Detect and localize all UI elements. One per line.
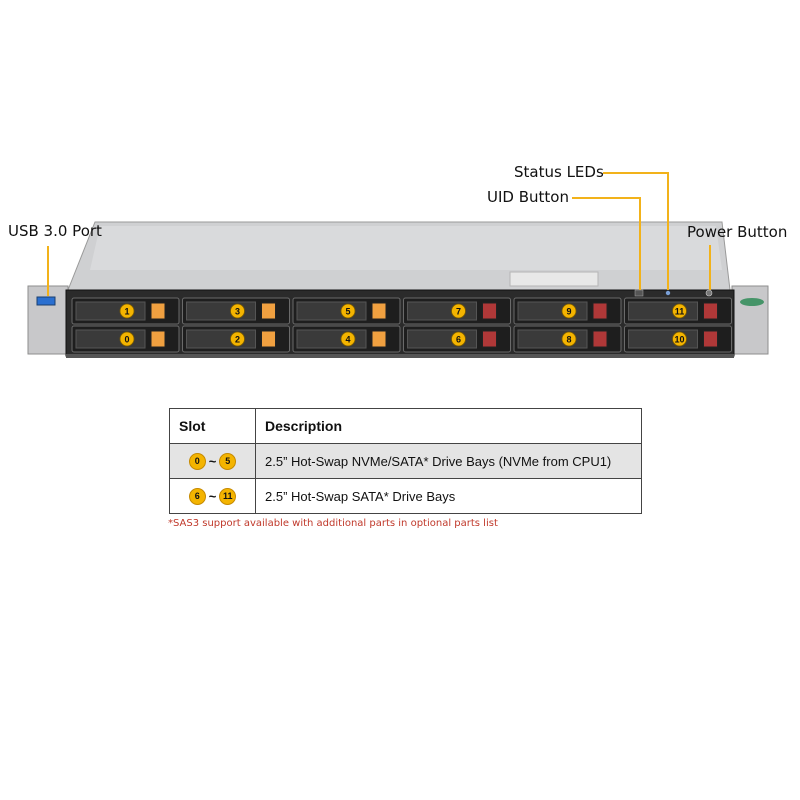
- drive-release-tab: [150, 302, 166, 320]
- bay-number-badge: [230, 331, 245, 347]
- table-header-row: Slot Description: [169, 408, 642, 444]
- bay-number-label: 8: [566, 335, 571, 345]
- bay-number-badge: [230, 303, 245, 319]
- drive-release-tab: [371, 330, 387, 348]
- led-callout-line: [603, 172, 669, 290]
- bay-number-label: 7: [456, 307, 461, 317]
- bay-number-badge: [119, 331, 135, 347]
- uid-callout-line: [572, 197, 641, 290]
- slot-badge: 0: [188, 452, 206, 470]
- bay-number-label: 2: [235, 335, 240, 345]
- drive-release-tab: [482, 302, 497, 320]
- table-row: 6~11 2.5” Hot-Swap SATA* Drive Bays: [169, 478, 642, 514]
- bay-number-badge: [561, 303, 577, 319]
- usb-port: [36, 296, 56, 306]
- chassis-top-shade: [90, 226, 722, 270]
- uid-button: [634, 289, 644, 297]
- bay-number-badge: [672, 331, 687, 347]
- slot-header: Slot: [169, 408, 256, 444]
- chassis-vent: [509, 271, 599, 287]
- bay-number-badge: [672, 303, 687, 319]
- bay-number-label: 5: [345, 307, 350, 317]
- bay-vent: [75, 329, 146, 349]
- bay-number-label: 11: [675, 307, 685, 317]
- range-separator: ~: [208, 488, 217, 504]
- bay-number-label: 4: [345, 335, 350, 345]
- status-led: [665, 290, 671, 296]
- bay-vent: [186, 301, 256, 321]
- power-button: [705, 289, 713, 297]
- drive-release-tab: [261, 302, 276, 320]
- bay-vent: [296, 301, 367, 321]
- bay-number-badge: [340, 303, 356, 319]
- slot-description-table: Slot Description 0~5 2.5” Hot-Swap NVMe/…: [169, 408, 642, 514]
- bay-number-label: 6: [456, 335, 461, 345]
- range-separator: ~: [208, 453, 217, 469]
- uid-button-label: UID Button: [487, 188, 569, 206]
- bay-vent: [628, 329, 698, 349]
- bay-vent: [517, 329, 588, 349]
- drive-release-tab: [261, 330, 276, 348]
- description-cell: 2.5” Hot-Swap SATA* Drive Bays: [255, 478, 642, 514]
- drive-release-tab: [482, 330, 497, 348]
- footnote: *SAS3 support available with additional …: [168, 518, 498, 529]
- slot-badge: 5: [219, 452, 237, 470]
- drive-release-tab: [592, 302, 608, 320]
- status-leds-label: Status LEDs: [514, 163, 604, 181]
- drive-bays: 1 3 5 7 9 11 0 2 4 6 8 10: [71, 297, 732, 353]
- description-header: Description: [255, 408, 642, 444]
- slot-badge: 11: [219, 487, 237, 505]
- front-bezel-lip: [66, 354, 734, 358]
- bay-vent: [407, 301, 477, 321]
- usb-port-label: USB 3.0 Port: [8, 222, 102, 240]
- left-rack-ear: [27, 285, 69, 355]
- right-rack-ear: [731, 285, 769, 355]
- bay-vent: [296, 329, 367, 349]
- drive-release-tab: [150, 330, 166, 348]
- table-row: 0~5 2.5” Hot-Swap NVMe/SATA* Drive Bays …: [169, 443, 642, 479]
- server-front-panel: 1 3 5 7 9 11 0 2 4 6 8 10: [27, 172, 769, 358]
- power-button-label: Power Button: [687, 223, 788, 241]
- slot-range-cell: 0~5: [169, 443, 256, 479]
- bay-number-badge: [340, 331, 356, 347]
- slot-badge: 6: [188, 487, 206, 505]
- bay-number-badge: [119, 303, 135, 319]
- bay-number-label: 1: [124, 307, 129, 317]
- drive-release-tab: [592, 330, 608, 348]
- bay-vent: [628, 301, 698, 321]
- callout-lines: [47, 172, 711, 296]
- drive-release-tab: [371, 302, 387, 320]
- bay-number-label: 0: [124, 335, 129, 345]
- bay-vent: [75, 301, 146, 321]
- description-cell: 2.5” Hot-Swap NVMe/SATA* Drive Bays (NVM…: [255, 443, 642, 479]
- drive-release-tab: [703, 302, 718, 320]
- bay-vent: [407, 329, 477, 349]
- slot-range-cell: 6~11: [169, 478, 256, 514]
- bay-vent: [517, 301, 588, 321]
- drive-release-tab: [703, 330, 718, 348]
- bay-number-badge: [451, 331, 466, 347]
- bay-number-label: 3: [235, 307, 240, 317]
- vendor-logo: [740, 298, 764, 306]
- bay-number-badge: [451, 303, 466, 319]
- bay-number-badge: [561, 331, 577, 347]
- bay-number-label: 9: [566, 307, 571, 317]
- bay-vent: [186, 329, 256, 349]
- bay-number-label: 10: [674, 335, 684, 345]
